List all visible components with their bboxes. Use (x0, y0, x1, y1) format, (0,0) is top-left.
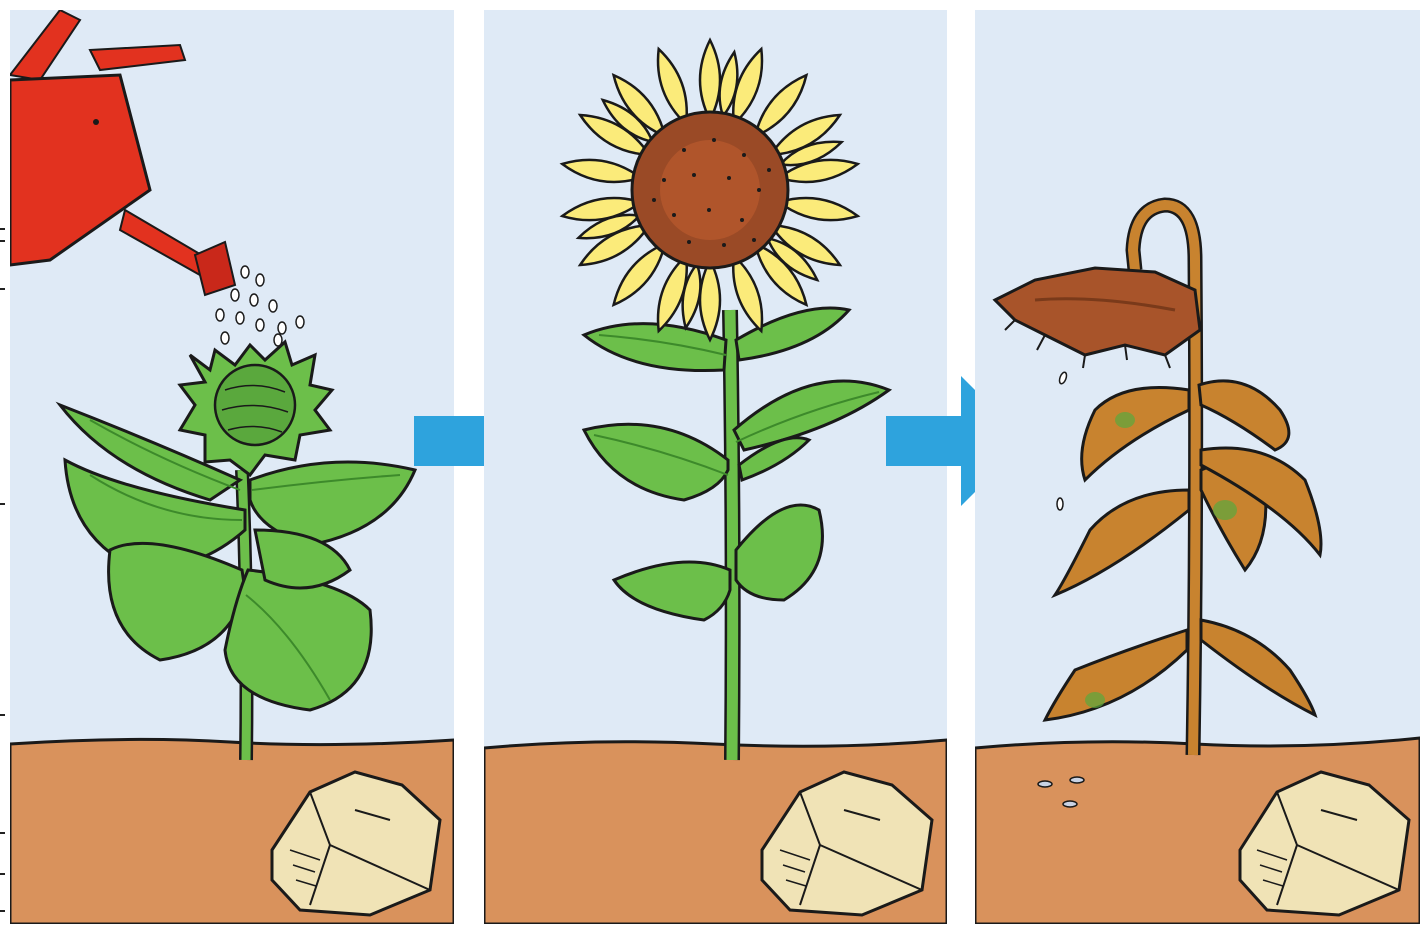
falling-seeds (1057, 371, 1068, 510)
edge-tick (0, 714, 5, 716)
edge-tick (0, 873, 5, 875)
panel-young-plant (10, 10, 454, 924)
young-plant-illustration (10, 10, 454, 924)
wilted-head (995, 268, 1200, 368)
panel-blooming-sunflower (484, 10, 947, 924)
edge-tick (0, 228, 5, 230)
panel-wilted-sunflower (975, 10, 1420, 924)
edge-tick (0, 288, 5, 290)
edge-tick (0, 910, 5, 912)
wilted-sunflower-illustration (975, 10, 1420, 924)
edge-tick (0, 832, 5, 834)
edge-tick (0, 240, 5, 242)
blooming-sunflower-illustration (484, 10, 947, 924)
bud (180, 342, 332, 475)
watering-can-icon (10, 10, 235, 295)
sunflower-head (632, 112, 788, 268)
dry-leaves (1045, 381, 1321, 720)
edge-tick (0, 503, 5, 505)
